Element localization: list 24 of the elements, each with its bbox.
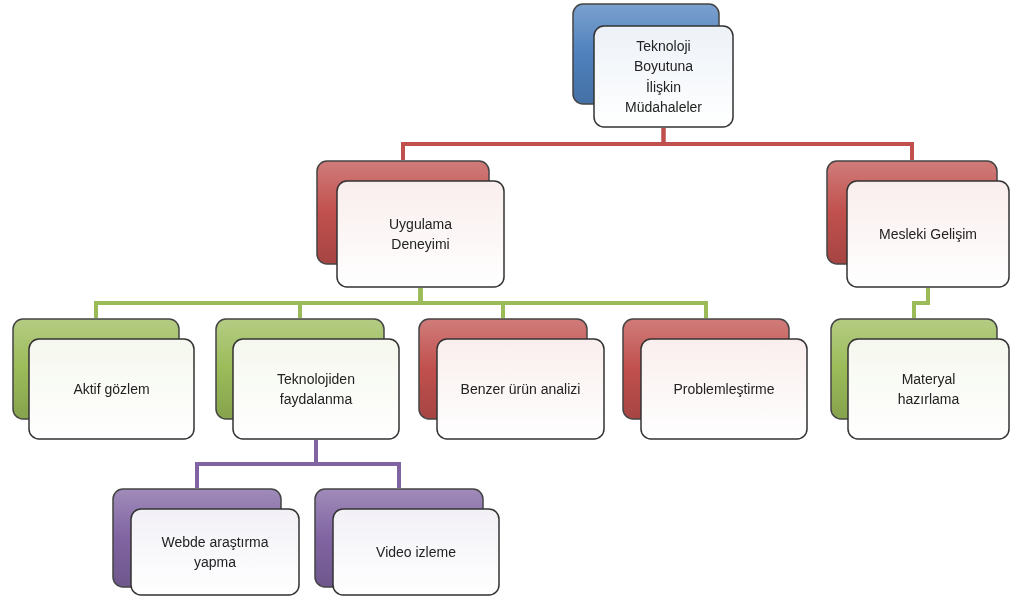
connector-line — [912, 288, 930, 318]
connector-line — [661, 128, 914, 160]
process-card — [418, 318, 605, 440]
connector-line — [418, 288, 708, 318]
node-label: Materyal hazırlama — [896, 369, 961, 409]
connector-line — [314, 440, 401, 488]
process-card — [826, 160, 1010, 288]
node-label: Problemleştirme — [672, 379, 776, 399]
process-card — [314, 488, 500, 596]
process-card — [112, 488, 300, 596]
node-label: Mesleki Gelişim — [878, 224, 978, 244]
process-card — [830, 318, 1010, 440]
node-label: Teknolojiden faydalanma — [276, 369, 356, 409]
process-card — [316, 160, 505, 288]
node-label: Benzer ürün analizi — [459, 379, 582, 399]
process-card — [215, 318, 400, 440]
node-label: Uygulama Deneyimi — [388, 214, 453, 254]
process-card — [12, 318, 195, 440]
process-card — [622, 318, 808, 440]
node-label: Video izleme — [375, 542, 457, 562]
node-label: Aktif gözlem — [72, 379, 151, 399]
process-card — [572, 3, 734, 128]
node-label: Teknoloji Boyutuna İlişkin Müdahaleler — [623, 36, 704, 117]
node-label: Webde araştırma yapma — [160, 532, 270, 572]
